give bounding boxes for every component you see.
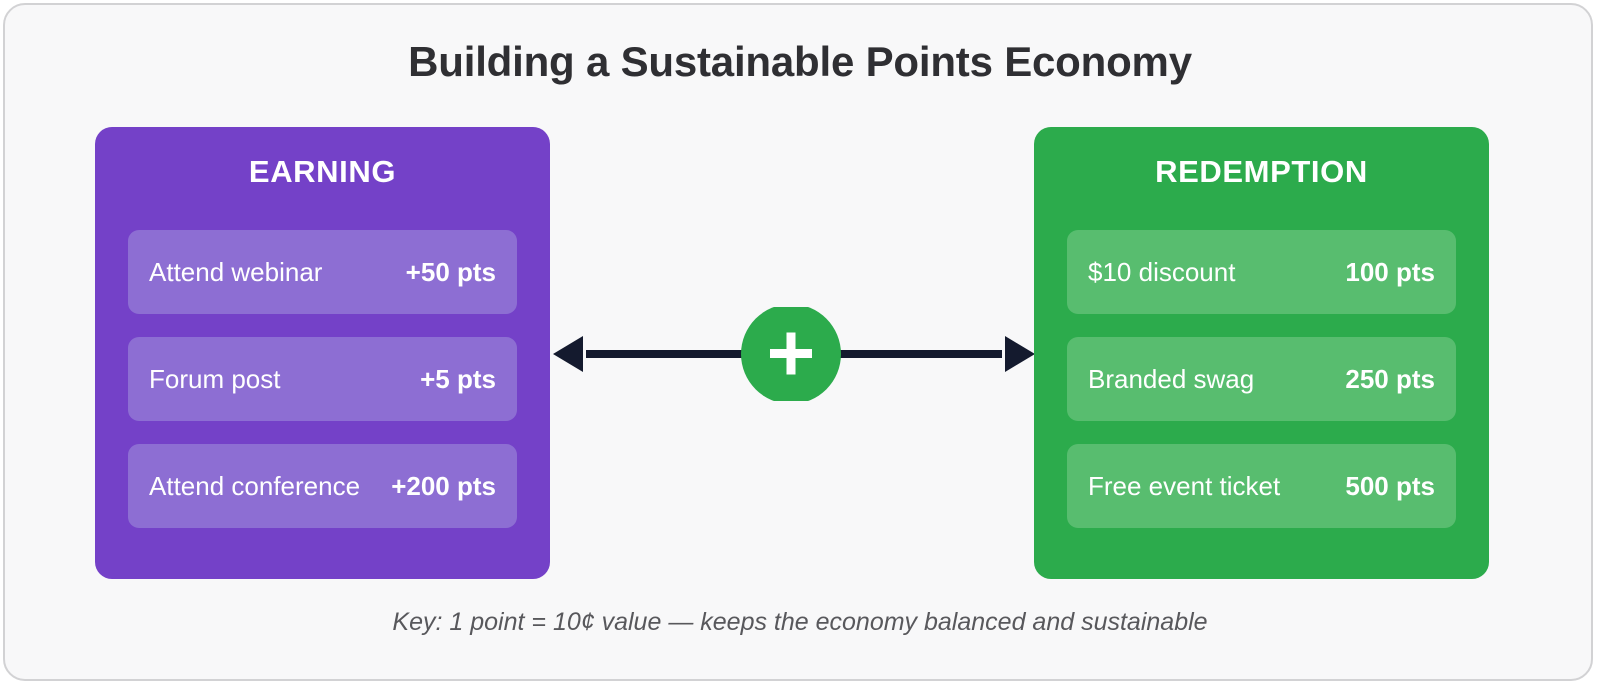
list-item[interactable]: $10 discount 100 pts (1067, 230, 1456, 314)
page-title: Building a Sustainable Points Economy (408, 38, 1192, 85)
earning-item-value: +5 pts (420, 363, 496, 394)
list-item[interactable]: Attend webinar +50 pts (128, 230, 517, 314)
redemption-item-label: Free event ticket (1088, 470, 1281, 501)
footer-caption: Key: 1 point = 10¢ value — keeps the eco… (392, 608, 1208, 636)
redemption-item-value: 100 pts (1345, 256, 1435, 287)
redemption-item-label: Branded swag (1088, 363, 1255, 394)
list-item[interactable]: Attend conference +200 pts (128, 444, 517, 528)
earning-item-value: +200 pts (391, 470, 496, 501)
connector-line-right (837, 350, 1002, 358)
earning-rows: Attend webinar +50 pts Forum post +5 pts… (128, 230, 517, 528)
list-item[interactable]: Free event ticket 500 pts (1067, 444, 1456, 528)
earning-item-label: Forum post (149, 363, 281, 394)
redemption-rows: $10 discount 100 pts Branded swag 250 pt… (1067, 230, 1456, 528)
redemption-item-value: 250 pts (1345, 363, 1435, 394)
earning-item-value: +50 pts (405, 256, 496, 287)
redemption-item-value: 500 pts (1345, 470, 1435, 501)
list-item[interactable]: Branded swag 250 pts (1067, 337, 1456, 421)
infographic-card: Building a Sustainable Points Economy EA… (3, 3, 1593, 681)
arrow-left-icon (553, 336, 583, 372)
arrow-right-icon (1005, 336, 1035, 372)
list-item[interactable]: Forum post +5 pts (128, 337, 517, 421)
earning-item-label: Attend webinar (149, 256, 323, 287)
redemption-panel: REDEMPTION $10 discount 100 pts Branded … (1034, 127, 1489, 579)
earning-item-label: Attend conference (149, 470, 361, 501)
connector-line-left (586, 350, 751, 358)
redemption-panel-title: REDEMPTION (1155, 154, 1368, 189)
earning-panel: EARNING Attend webinar +50 pts Forum pos… (95, 127, 550, 579)
plus-icon (770, 332, 812, 375)
redemption-item-label: $10 discount (1088, 256, 1236, 287)
balance-connector (550, 307, 1038, 401)
earning-panel-title: EARNING (248, 154, 397, 189)
